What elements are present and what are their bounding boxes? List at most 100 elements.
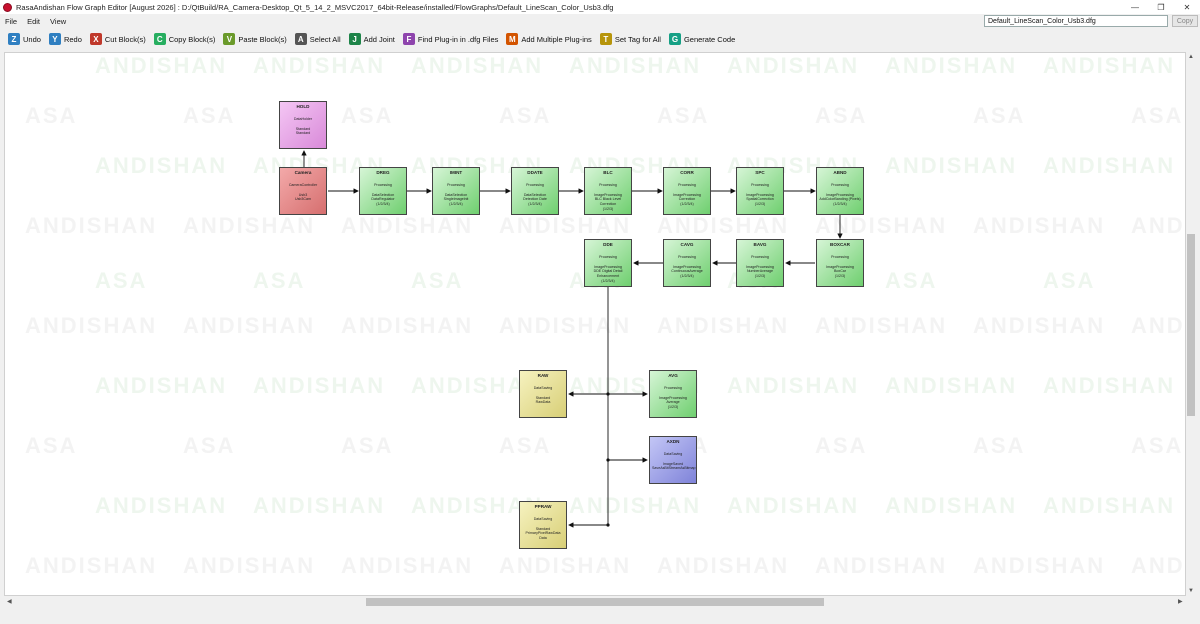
- joint-dot[interactable]: [606, 458, 610, 462]
- copy-button[interactable]: Copy: [1172, 15, 1198, 27]
- node-line: DataSelection: [444, 192, 468, 197]
- paste-key-icon: V: [223, 33, 236, 45]
- scroll-down-icon[interactable]: ▼: [1188, 588, 1194, 594]
- close-icon[interactable]: ✕: [1183, 2, 1191, 12]
- paste-blocks-label: Paste Block(s): [238, 34, 287, 44]
- menu-edit[interactable]: Edit: [27, 16, 41, 26]
- node-line: Processing: [599, 255, 617, 259]
- scroll-up-icon[interactable]: ▲: [1188, 54, 1194, 60]
- node-line: SpatialCorrection: [746, 197, 774, 202]
- node-line: BLC Black Level Correction: [594, 197, 622, 207]
- node-line: Processing: [678, 183, 696, 187]
- menu-file[interactable]: File: [5, 16, 18, 26]
- node-line: Processing: [831, 183, 849, 187]
- minimize-icon[interactable]: —: [1131, 2, 1139, 12]
- horizontal-scroll-thumb[interactable]: [366, 598, 824, 606]
- node-line: (1/2/3): [754, 274, 766, 279]
- node-line: DataSelection: [523, 192, 547, 197]
- copy-key-icon: C: [153, 33, 166, 45]
- redo-key-icon: Y: [48, 33, 61, 45]
- window-controls: — ❐ ✕: [1122, 0, 1200, 14]
- node-line: Standard: [535, 526, 551, 531]
- node-line: ImageProcessing: [594, 192, 622, 197]
- maximize-icon[interactable]: ❐: [1157, 2, 1165, 12]
- scroll-right-icon[interactable]: ▶: [1178, 599, 1183, 605]
- node-line: SingleImageInit: [443, 197, 469, 202]
- joint-dot[interactable]: [606, 523, 610, 527]
- node-line: Processing: [664, 386, 682, 390]
- node-title: DDE: [603, 242, 613, 247]
- node-line: Processing: [447, 183, 465, 187]
- select-all-key-icon: A: [294, 33, 307, 45]
- scroll-left-icon[interactable]: ◀: [7, 599, 12, 605]
- window-title: RasaAndishan Flow Graph Editor [August 2…: [16, 2, 614, 12]
- generate-code-key-icon: G: [668, 33, 681, 45]
- select-all-label: Select All: [309, 34, 341, 44]
- node-title: ABND: [833, 170, 847, 175]
- node-line: ImageSaved: [662, 461, 684, 466]
- node-title: IMINT: [449, 170, 463, 175]
- find-plugin-label: Find Plug-in in .dfg Files: [417, 34, 499, 44]
- add-multiple-plugins-label: Add Multiple Plug-ins: [521, 34, 592, 44]
- node-title: Camera: [294, 170, 312, 175]
- node-line: Processing: [751, 255, 769, 259]
- node-line: Usb3: [298, 192, 308, 197]
- node-line: Processing: [678, 255, 696, 259]
- node-line: NumberAverage: [746, 269, 774, 274]
- node-line: RawData: [535, 400, 551, 405]
- node-title: AXDN: [666, 439, 680, 444]
- node-line: PrimaryPixelRawData Data: [525, 531, 561, 541]
- generate-code-label: Generate Code: [683, 34, 736, 44]
- joint-dot[interactable]: [606, 392, 610, 396]
- menu-view[interactable]: View: [50, 16, 67, 26]
- file-name-field[interactable]: Default_LineScan_Color_Usb3.dfg: [984, 15, 1168, 27]
- node-line: ContinuousAverage: [671, 269, 703, 274]
- node-line: ImageProcessing: [673, 264, 701, 269]
- node-line: BoxCar: [834, 269, 846, 274]
- vertical-scroll-thumb[interactable]: [1187, 234, 1195, 416]
- node-line: ImageProcessing: [746, 264, 774, 269]
- node-line: Standard: [295, 131, 311, 136]
- node-line: Correction: [678, 197, 696, 202]
- node-line: ImageProcessing: [826, 264, 854, 269]
- node-line: (1/2/3/4): [376, 202, 390, 207]
